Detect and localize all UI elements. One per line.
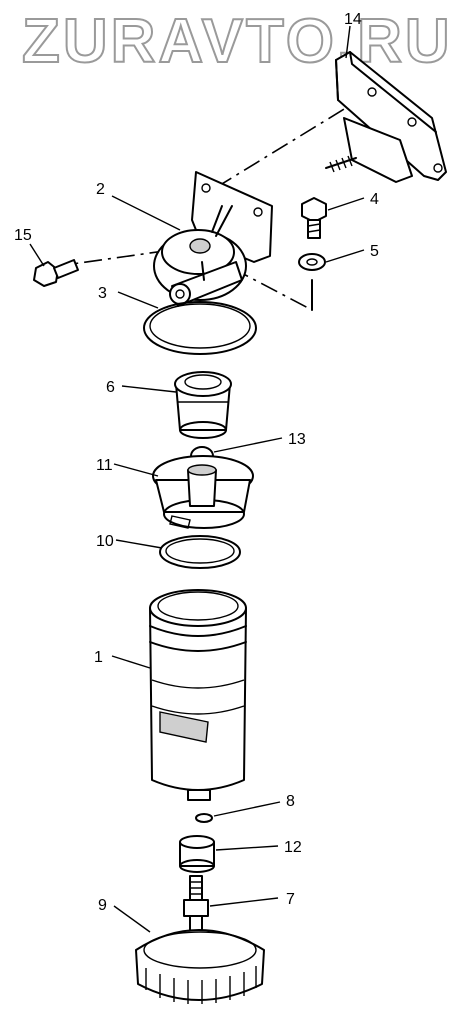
part-6-sleeve [174,371,232,439]
part-4-bolt [301,197,327,239]
watermark-text: ZURAVTO.RU [22,7,453,76]
callout-2: 2 [96,181,105,198]
part-12-float [179,835,215,873]
callout-5: 5 [370,243,379,260]
callout-13: 13 [288,431,306,448]
callout-1: 1 [94,649,103,666]
callout-14: 14 [344,11,362,28]
part-5-washer [298,253,326,271]
callout-4: 4 [370,191,379,208]
part-3-o-ring [143,301,257,355]
callout-leaders [29,25,365,933]
callout-15: 15 [14,227,32,244]
part-2-filter-head [153,171,273,307]
part-15-bolt [33,259,79,287]
callout-7: 7 [286,891,295,908]
part-7-drain-plug [183,875,209,935]
part-10-o-ring [159,535,241,569]
callout-10: 10 [96,533,114,550]
callout-labels: 14 2 15 4 5 3 6 13 11 10 1 8 12 7 9 [14,11,379,914]
callout-3: 3 [98,285,107,302]
callout-9: 9 [98,897,107,914]
part-8-small-o-ring [195,813,213,823]
part-9-retaining-ring [135,929,265,1004]
callout-12: 12 [284,839,302,856]
part-1-filter-bowl [149,589,247,801]
callout-6: 6 [106,379,115,396]
part-14-mounting-bracket [325,51,447,183]
callout-8: 8 [286,793,295,810]
part-11-element-seat [152,455,254,529]
callout-11: 11 [96,457,113,474]
